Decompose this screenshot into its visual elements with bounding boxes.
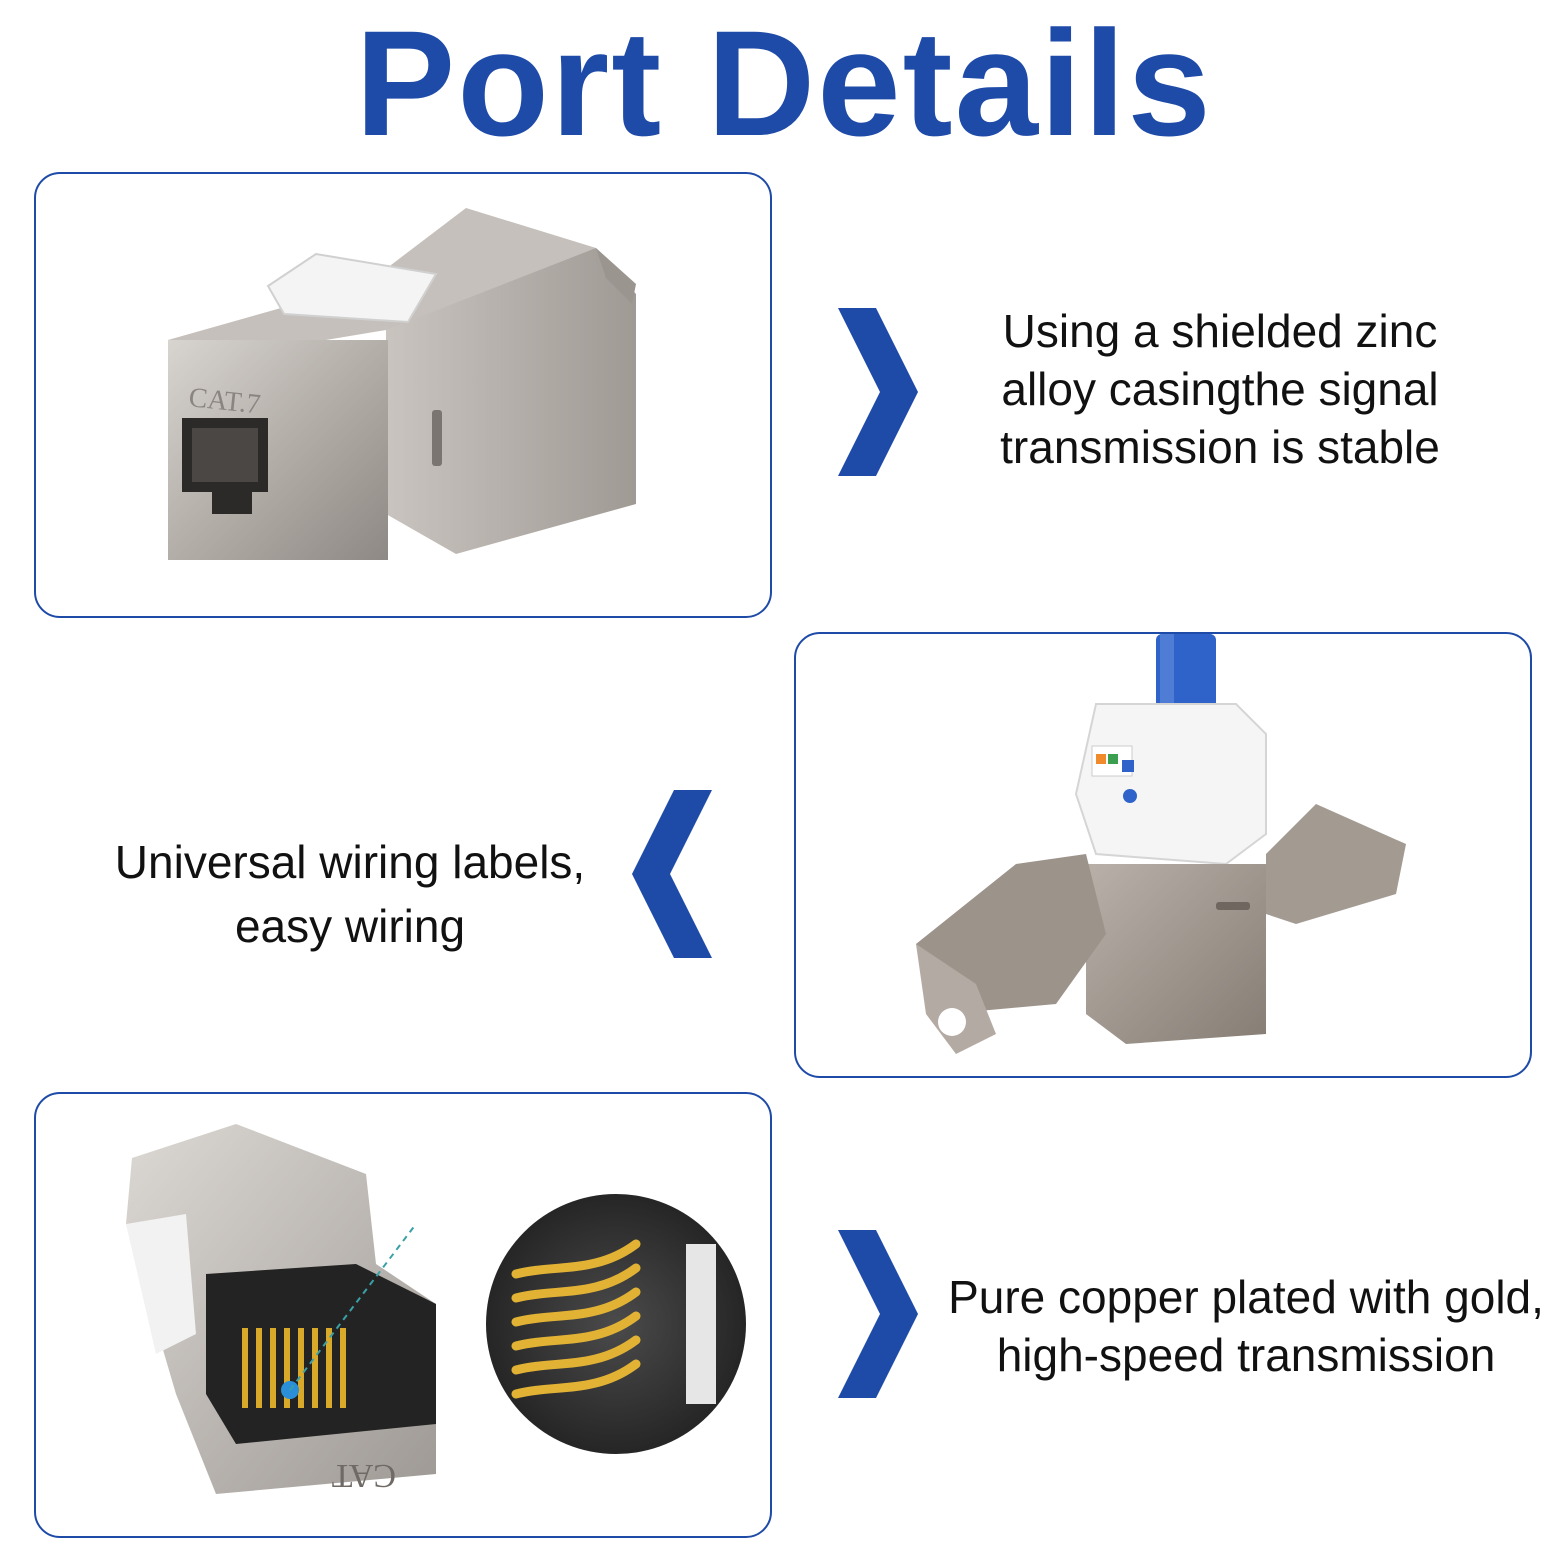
cat7-engraving: CAT.7 bbox=[187, 382, 262, 420]
caption-wiring-labels: Universal wiring labels, easy wiring bbox=[60, 830, 640, 958]
caption-line: Pure copper plated with gold, bbox=[948, 1271, 1544, 1323]
product-image-panel-gold-contacts: CAT bbox=[34, 1092, 772, 1538]
caption-line: transmission is stable bbox=[1000, 421, 1440, 473]
caption-line: easy wiring bbox=[234, 900, 466, 952]
product-image-panel-wiring bbox=[794, 632, 1532, 1078]
page-title: Port Details bbox=[355, 0, 1213, 167]
caption-line: Universal wiring labels, bbox=[114, 836, 586, 888]
chevron-left-icon bbox=[632, 790, 712, 958]
gold-contacts-closeup bbox=[511, 1239, 641, 1399]
keystone-jack-contacts-image: CAT bbox=[126, 1124, 746, 1494]
keystone-jack-front-image: CAT.7 bbox=[168, 208, 636, 560]
caption-shielded-casing: Using a shielded zinc alloy casingthe si… bbox=[930, 302, 1510, 476]
product-image-panel-shielded-casing: CAT.7 bbox=[34, 172, 772, 618]
cat-engraving: CAT bbox=[332, 1457, 396, 1494]
chevron-right-icon bbox=[838, 1230, 918, 1398]
keystone-jack-wiring-image bbox=[916, 634, 1406, 1054]
caption-line: alloy casingthe signal bbox=[1001, 363, 1439, 415]
chevron-right-icon bbox=[838, 308, 918, 476]
caption-line: Using a shielded zinc bbox=[1002, 305, 1438, 357]
gold-pins bbox=[242, 1328, 346, 1408]
caption-gold-contacts: Pure copper plated with gold, high-speed… bbox=[926, 1268, 1566, 1384]
caption-line: high-speed transmission bbox=[996, 1329, 1496, 1381]
